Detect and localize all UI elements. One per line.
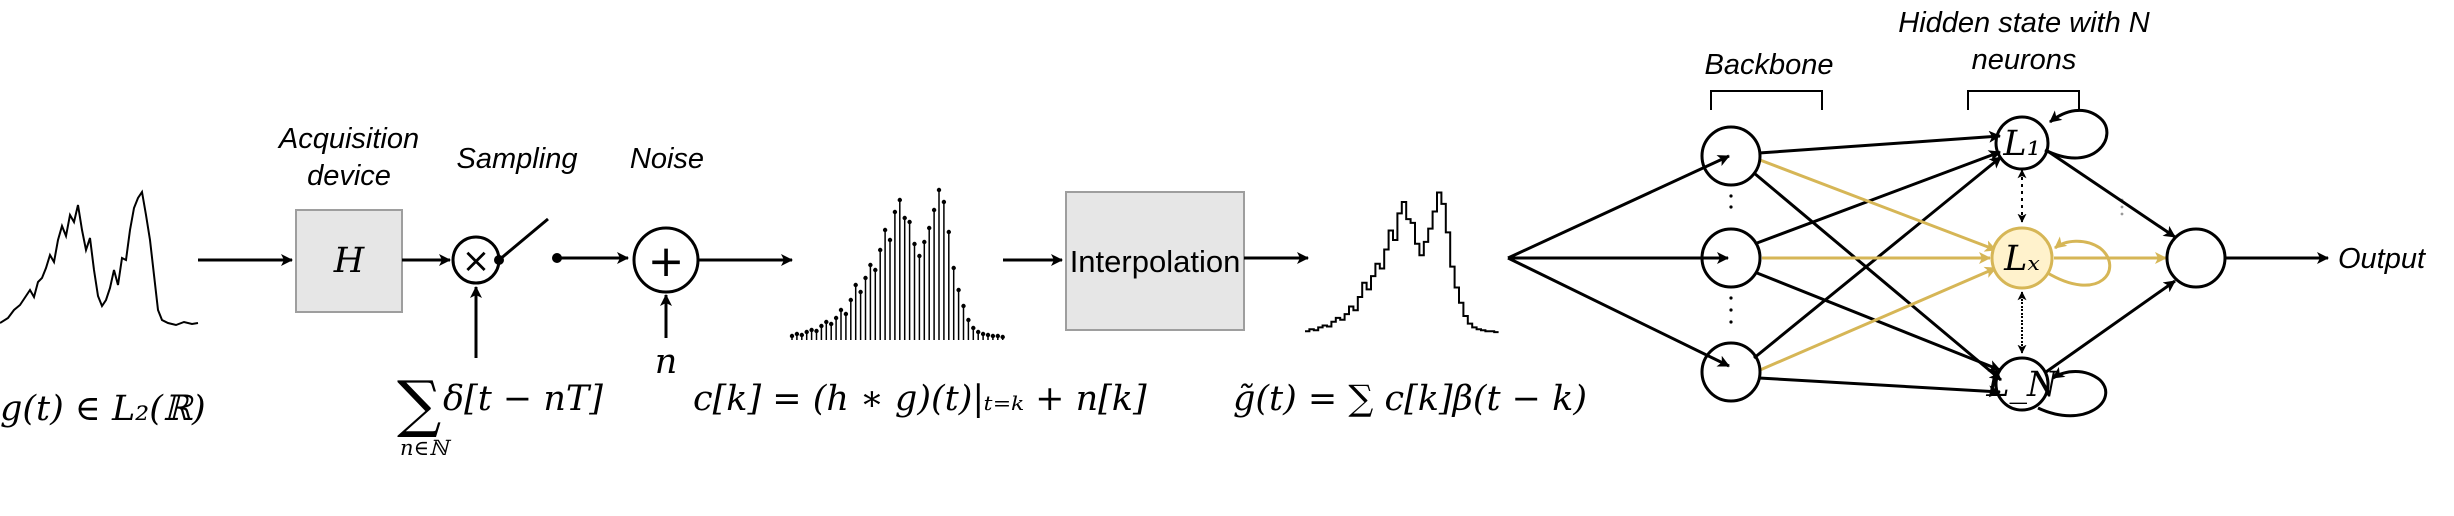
hidden-state-label-line2: neurons (1972, 44, 2077, 76)
hidden-state-bracket (1967, 90, 2080, 110)
self-loop-l1 (2044, 108, 2109, 160)
hidden-neuron-ln (1994, 356, 2050, 412)
hidden-neuron-ln-label: L_N (1985, 365, 2059, 405)
comb-sum-symbol: ∑ (397, 367, 441, 440)
sample-stem-head (863, 275, 868, 281)
hidden-neuron-l1 (1994, 115, 2050, 171)
edge-b3-lx (1759, 266, 1997, 372)
signal-space-equation: g(t) ∈ L₂(ℝ) (0, 389, 206, 429)
sample-stem-head (990, 333, 996, 339)
sample-stem-head (966, 317, 971, 323)
sample-stem-head (833, 315, 839, 321)
output-label: Output (2338, 243, 2427, 275)
noise-label: Noise (630, 143, 704, 175)
backbone-bracket (1710, 90, 1823, 110)
sample-stem-head (956, 287, 961, 293)
sample-stem-head (941, 199, 947, 205)
edge-b2-l1 (1756, 150, 2001, 245)
sample-stem-head (976, 329, 981, 335)
sample-stem-head (931, 207, 937, 213)
sample-stem-head (917, 253, 922, 259)
sampling-label: Sampling (457, 143, 578, 175)
sample-stem-head (946, 229, 951, 235)
hidden-neuron-lx (1990, 226, 2054, 290)
sampled-signal-stems (789, 187, 1005, 340)
hidden-neuron-l1-label: L₁ (2002, 124, 2040, 164)
input-signal-waveform (0, 189, 199, 327)
sample-stem-head (887, 237, 893, 243)
sample-stem-head (995, 333, 1000, 339)
edge-ln-output (2045, 279, 2176, 374)
interpolated-signal-staircase (1305, 191, 1499, 334)
sample-stem-head (873, 267, 878, 273)
sample-stem-head (819, 323, 824, 329)
interpolation-label: Interpolation (1070, 244, 1241, 279)
sample-stem-head (1000, 334, 1005, 340)
sample-stem-head (843, 311, 849, 317)
sample-stem-head (971, 325, 976, 331)
output-node (2165, 227, 2227, 289)
sample-stem-head (897, 197, 902, 203)
sample-stem-head (799, 332, 804, 338)
fan-in-arrow-top (1507, 154, 1730, 260)
edge-b1-lx (1759, 158, 1997, 252)
adder-symbol: + (648, 236, 685, 287)
hidden-state-label-line1: Hidden state with N (1898, 7, 2150, 39)
sample-stem-head (794, 331, 800, 337)
acquisition-label-line1: Acquisition (277, 123, 419, 155)
sample-stem-head (951, 265, 956, 271)
backbone-node-3 (1700, 341, 1762, 403)
edge-b2-ln (1756, 271, 2001, 372)
sample-stem-head (927, 225, 932, 231)
acquisition-h-symbol: H (333, 241, 366, 281)
comb-sum-subscript: n∈ℕ (400, 436, 452, 460)
multiplier-symbol: × (462, 241, 491, 281)
sample-stem-head (980, 331, 986, 337)
backbone-ellipsis-dots (1729, 194, 1733, 324)
sample-stem-head (838, 307, 844, 313)
hidden-neuron-lx-label: Lₓ (2003, 239, 2040, 279)
sample-stem-head (912, 241, 917, 247)
sample-stem-head (961, 303, 966, 309)
backbone-node-2 (1700, 227, 1762, 289)
sample-stem-head (892, 209, 898, 215)
sample-stem-head (829, 321, 834, 327)
sample-stem-head (882, 227, 888, 233)
sample-stem-head (985, 332, 991, 338)
sample-stem-head (902, 215, 907, 221)
interpolation-equation: g̃(t) = ∑ c[k]β(t − k) (1233, 379, 1587, 419)
backbone-node-1 (1700, 125, 1762, 187)
comb-equation: δ[t − nT] (443, 379, 603, 419)
backbone-label: Backbone (1705, 49, 1834, 81)
sample-stem-head (809, 327, 814, 333)
sample-stem-head (858, 289, 863, 295)
edge-b1-l1 (1758, 130, 2001, 155)
edge-l1-output (2045, 148, 2176, 239)
noise-n-symbol: n (655, 342, 678, 382)
samples-equation: c[k] = (h ∗ g)(t)|ₜ₌ₖ + n[k] (693, 379, 1147, 419)
interpolation-block (1065, 191, 1245, 331)
sample-stem-head (907, 219, 912, 225)
edge-b1-ln (1753, 171, 2002, 382)
sample-stem-head (878, 247, 883, 253)
sample-stem-head (814, 328, 819, 334)
sample-stem-head (936, 187, 942, 193)
edge-b3-ln (1758, 376, 2001, 398)
sample-stem-head (868, 262, 873, 268)
sample-stem-head (789, 333, 795, 339)
sample-stem-head (824, 319, 829, 325)
acquisition-label-line2: device (307, 160, 391, 192)
self-loop-lx (2045, 236, 2112, 287)
sample-stem-head (804, 329, 809, 335)
sampling-switch-arm (498, 217, 549, 262)
sample-stem-head (922, 239, 927, 245)
sampling-switch-contact (494, 255, 504, 265)
sample-stem-head (853, 282, 858, 288)
fan-in-arrow-bottom (1507, 256, 1730, 368)
self-loop-ln (2037, 366, 2108, 418)
sample-stem-head (848, 297, 853, 303)
